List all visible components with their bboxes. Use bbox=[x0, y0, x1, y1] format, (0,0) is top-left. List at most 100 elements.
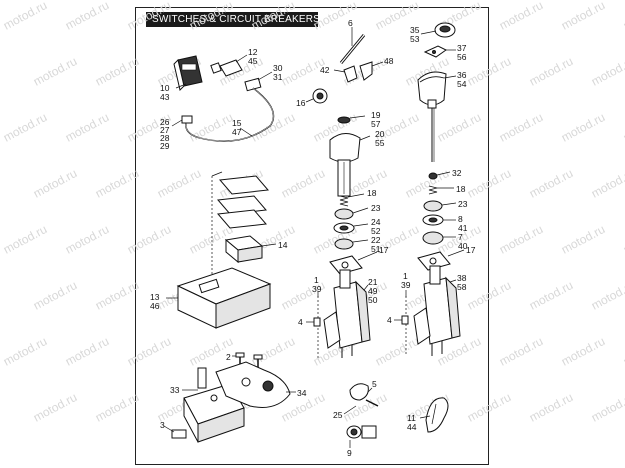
callout-9: 9 bbox=[347, 448, 352, 458]
callout-24: 24 bbox=[371, 217, 381, 227]
part-35-cap bbox=[420, 22, 456, 38]
callout-31: 31 bbox=[273, 72, 283, 82]
part-18-spring-right bbox=[428, 185, 454, 195]
callout-44: 44 bbox=[407, 422, 417, 432]
watermark-text: motod.ru bbox=[1, 0, 49, 33]
callout-55: 55 bbox=[375, 138, 385, 148]
callout-58: 58 bbox=[457, 282, 467, 292]
callout-5: 5 bbox=[372, 379, 377, 389]
page-title: SWITCHES & CIRCUIT BREAKERS bbox=[146, 12, 320, 27]
part-10-switch-body bbox=[173, 55, 203, 91]
callout-43: 43 bbox=[160, 92, 170, 102]
watermark-text: motod.ru bbox=[249, 334, 297, 369]
watermark-text: motod.ru bbox=[527, 390, 575, 425]
watermark-text: motod.ru bbox=[1, 110, 49, 145]
watermark-text: motod.ru bbox=[93, 166, 141, 201]
watermark-text: motod.ru bbox=[497, 334, 545, 369]
part-4-screw-left bbox=[306, 317, 321, 327]
watermark-text: motod.ru bbox=[589, 54, 625, 89]
callout-18-right: 18 bbox=[456, 184, 466, 194]
callout-33: 33 bbox=[170, 385, 180, 395]
part-23-nut-left bbox=[334, 207, 369, 220]
part-9-bushing bbox=[346, 425, 377, 448]
callout-49: 49 bbox=[368, 286, 378, 296]
watermark-text: motod.ru bbox=[63, 334, 111, 369]
callout-3: 3 bbox=[160, 420, 165, 430]
callout-4-left: 4 bbox=[298, 317, 303, 327]
part-15-wire-harness bbox=[171, 87, 275, 142]
callout-16: 16 bbox=[296, 98, 306, 108]
watermark-text: motod.ru bbox=[589, 166, 625, 201]
callout-labels: 6 35 53 37 56 36 54 12 45 30 31 10 43 42… bbox=[150, 18, 476, 458]
callout-46: 46 bbox=[150, 301, 160, 311]
part-2-screws bbox=[232, 352, 263, 368]
watermark-text: motod.ru bbox=[93, 390, 141, 425]
part-7-ring bbox=[422, 231, 456, 245]
watermark-text: motod.ru bbox=[31, 54, 79, 89]
callout-32: 32 bbox=[452, 168, 462, 178]
part-16-nut bbox=[305, 88, 328, 104]
callout-57: 57 bbox=[371, 119, 381, 129]
callout-28: 28 bbox=[160, 133, 170, 143]
callout-15: 15 bbox=[232, 118, 242, 128]
callout-13: 13 bbox=[150, 292, 160, 302]
watermark-text: motod.ru bbox=[249, 0, 297, 33]
part-5-grommet bbox=[349, 383, 379, 407]
callout-47: 47 bbox=[232, 127, 242, 137]
watermark-text: motod.ru bbox=[621, 0, 625, 33]
callout-39-right: 39 bbox=[401, 280, 411, 290]
watermark-text: motod.ru bbox=[559, 110, 607, 145]
watermark-text: motod.ru bbox=[125, 334, 173, 369]
watermark-text: motod.ru bbox=[559, 334, 607, 369]
watermark-text: motod.ru bbox=[31, 390, 79, 425]
callout-40: 40 bbox=[458, 241, 468, 251]
watermark-text: motod.ru bbox=[465, 390, 513, 425]
callout-29: 29 bbox=[160, 141, 170, 151]
watermark-text: motod.ru bbox=[527, 278, 575, 313]
watermark-text: motod.ru bbox=[93, 54, 141, 89]
watermark-text: motod.ru bbox=[93, 278, 141, 313]
watermark-text: motod.ru bbox=[1, 334, 49, 369]
watermark-text: motod.ru bbox=[155, 166, 203, 201]
part-34-bracket bbox=[215, 361, 296, 408]
callout-25: 25 bbox=[333, 410, 343, 420]
part-32-retainer bbox=[428, 171, 451, 180]
part-12-connector bbox=[210, 54, 248, 77]
part-4-screw-right bbox=[394, 315, 409, 325]
watermark-text: motod.ru bbox=[465, 278, 513, 313]
callout-50: 50 bbox=[368, 295, 378, 305]
part-38-switch-body-right bbox=[413, 265, 461, 356]
part-22-ring bbox=[334, 238, 369, 250]
callout-21: 21 bbox=[368, 277, 378, 287]
callout-53: 53 bbox=[410, 34, 420, 44]
part-23-nut-right bbox=[423, 200, 457, 212]
watermark-text: motod.ru bbox=[621, 222, 625, 257]
watermark-text: motod.ru bbox=[187, 110, 235, 145]
callout-1-left: 1 bbox=[314, 275, 319, 285]
part-20-knob bbox=[329, 133, 371, 197]
watermark-text: motod.ru bbox=[527, 166, 575, 201]
watermark-text: motod.ru bbox=[403, 166, 451, 201]
callout-56: 56 bbox=[457, 52, 467, 62]
watermark-text: motod.ru bbox=[373, 334, 421, 369]
callout-23-right: 23 bbox=[458, 199, 468, 209]
callout-36: 36 bbox=[457, 70, 467, 80]
callout-38: 38 bbox=[457, 273, 467, 283]
watermark-text: motod.ru bbox=[125, 222, 173, 257]
callout-12: 12 bbox=[248, 47, 258, 57]
watermark-text: motod.ru bbox=[559, 0, 607, 33]
part-21-switch-body-left bbox=[323, 269, 371, 358]
watermark-text: motod.ru bbox=[63, 0, 111, 33]
watermark-text: motod.ru bbox=[1, 222, 49, 257]
part-24-washer bbox=[333, 222, 369, 234]
part-19-clip bbox=[337, 115, 366, 124]
part-25-leader bbox=[343, 405, 357, 415]
part-13-breaker-box bbox=[166, 267, 272, 329]
watermark-text: motod.ru bbox=[187, 0, 235, 33]
watermark-text: motod.ru bbox=[31, 278, 79, 313]
callout-30: 30 bbox=[273, 63, 283, 73]
callout-6: 6 bbox=[348, 18, 353, 28]
watermark-text: motod.ru bbox=[279, 166, 327, 201]
watermark-text: motod.ru bbox=[497, 110, 545, 145]
